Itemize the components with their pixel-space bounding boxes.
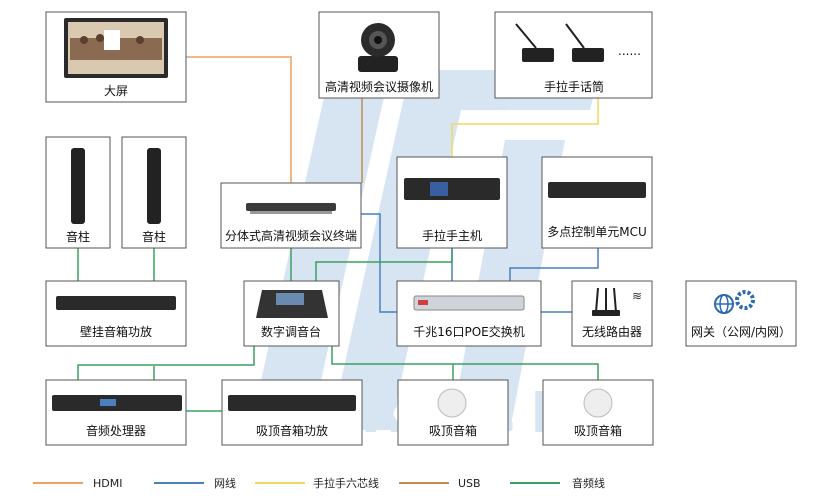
wifi-icon: ≋ — [632, 289, 642, 303]
processor-label: 音频处理器 — [86, 423, 146, 438]
camera-icon — [358, 23, 398, 72]
amp-wall-node: 壁挂音箱功放 — [45, 280, 187, 347]
ceiling-speaker-icon — [583, 388, 613, 418]
column1-label: 音柱 — [66, 229, 90, 244]
mcu-label: 多点控制单元MCU — [547, 225, 647, 239]
screen-label: 大屏 — [104, 84, 128, 98]
ceiling2-label: 吸顶音箱 — [574, 423, 622, 438]
legend-item-audio: 音频线 — [510, 476, 605, 490]
amp-ceiling-node: 吸顶音箱功放 — [221, 379, 363, 446]
legend-label: HDMI — [93, 477, 122, 490]
terminal-label: 分体式高清视频会议终端 — [225, 228, 357, 243]
wireless-router-icon — [592, 287, 620, 316]
legend-item-network: 网线 — [154, 476, 236, 490]
ceiling1-label: 吸顶音箱 — [429, 423, 477, 438]
ceiling-speaker-icon — [437, 388, 467, 418]
mic-more: ...... — [618, 44, 641, 58]
amp-wall-label: 壁挂音箱功放 — [80, 324, 152, 339]
mcu-unit-icon — [548, 182, 646, 198]
screen-icon — [64, 18, 168, 78]
host-unit-icon — [404, 178, 500, 200]
mic-label: 手拉手话筒 — [544, 79, 604, 94]
globe-gear-icon — [714, 290, 755, 314]
ceiling2-node: 吸顶音箱 — [542, 379, 654, 446]
legend: HDMI 网线 手拉手六芯线 USB 音频线 — [33, 476, 605, 490]
amp-ceiling-label: 吸顶音箱功放 — [256, 423, 328, 438]
mcu-node: 多点控制单元MCU — [541, 156, 653, 249]
column2-node: 音柱 — [121, 136, 187, 249]
gateway-label: 网关（公网/内网） — [691, 325, 791, 339]
processor-node: 音频处理器 — [45, 379, 187, 446]
legend-label: 网线 — [214, 476, 236, 490]
legend-label: 手拉手六芯线 — [313, 476, 379, 490]
amplifier-icon — [56, 296, 176, 310]
router-node: ≋ 无线路由器 — [571, 280, 653, 347]
gooseneck-mic-icon — [515, 23, 604, 62]
camera-label: 高清视频会议摄像机 — [325, 79, 433, 94]
connections — [77, 56, 599, 412]
amplifier-icon — [228, 395, 356, 411]
screen-node: 大屏 — [45, 11, 187, 103]
mixer-node: 数字调音台 — [243, 280, 340, 347]
legend-label: USB — [458, 477, 481, 490]
legend-item-usb: USB — [399, 477, 481, 490]
mic-node: ...... 手拉手话筒 — [494, 11, 653, 99]
terminal-icon — [246, 203, 336, 214]
network-switch-icon — [413, 295, 525, 311]
gateway-node: 网关（公网/内网） — [685, 280, 797, 347]
column-speaker-icon — [71, 148, 85, 224]
column-speaker-icon — [147, 148, 161, 224]
mixer-icon — [256, 290, 328, 318]
legend-item-sixcore: 手拉手六芯线 — [255, 476, 379, 490]
switch-node: 千兆16口POE交换机 — [396, 280, 542, 347]
host-node: 手拉手主机 — [396, 156, 508, 249]
legend-item-hdmi: HDMI — [33, 477, 122, 490]
camera-node: 高清视频会议摄像机 — [318, 11, 440, 99]
mixer-label: 数字调音台 — [261, 324, 321, 339]
terminal-node: 分体式高清视频会议终端 — [220, 182, 362, 249]
column2-label: 音柱 — [142, 229, 166, 244]
router-label: 无线路由器 — [582, 324, 642, 339]
legend-label: 音频线 — [572, 476, 605, 490]
host-label: 手拉手主机 — [422, 228, 482, 243]
column1-node: 音柱 — [45, 136, 111, 249]
ceiling1-node: 吸顶音箱 — [397, 379, 509, 446]
switch-label: 千兆16口POE交换机 — [413, 324, 525, 339]
audio-processor-icon — [52, 395, 182, 411]
